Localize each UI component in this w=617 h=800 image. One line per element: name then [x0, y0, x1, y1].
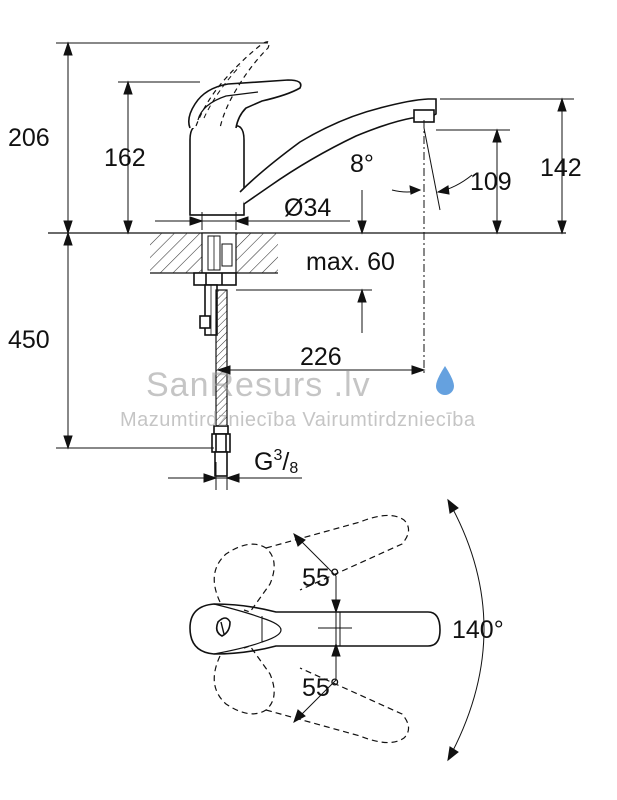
faucet-top-view — [189, 514, 441, 744]
watermark-title: SanResurs .lv — [146, 366, 371, 404]
label-max-deck-thickness: max. 60 — [306, 248, 395, 276]
faucet-body — [189, 125, 245, 216]
lever-handle — [188, 79, 302, 129]
label-spout-clearance: 109 — [470, 168, 512, 196]
thread-letter: G — [254, 448, 274, 476]
label-spout-reach: 226 — [300, 343, 342, 371]
label-hose-length: 450 — [8, 326, 50, 354]
dimension-lines — [56, 41, 574, 490]
water-drop-icon — [436, 366, 454, 395]
lever-rotated-up — [213, 543, 275, 613]
thread-denominator: 8 — [289, 460, 299, 477]
fixing-nut — [193, 272, 237, 286]
braided-hose — [215, 289, 228, 427]
watermark-subtitle: Mazumtirdzniecība Vairumtirdzniecība — [120, 409, 476, 431]
label-upper-angle: 55° — [302, 564, 340, 592]
label-lower-angle: 55° — [302, 674, 340, 702]
thread-numerator: 3 — [273, 447, 283, 464]
spout — [239, 98, 437, 205]
label-connection-thread: G3/8 — [254, 447, 299, 477]
faucet-side-view — [48, 41, 566, 477]
label-total-angle: 140° — [452, 616, 504, 644]
label-base-diameter: Ø34 — [284, 194, 332, 222]
label-total-height: 206 — [8, 124, 50, 152]
lever-rotated-down — [213, 645, 275, 715]
thread-slash: / — [282, 448, 290, 476]
rotation-dimensions — [293, 498, 485, 762]
label-spout-height: 142 — [540, 154, 582, 182]
label-body-height: 162 — [104, 144, 146, 172]
label-spout-tilt: 8° — [350, 150, 374, 178]
